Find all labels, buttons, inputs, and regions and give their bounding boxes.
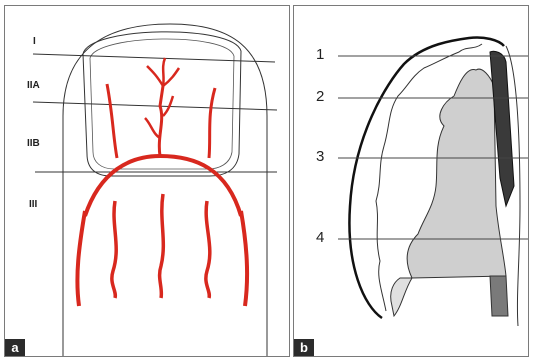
vessel-top-1	[147, 66, 163, 86]
panel-b-tag: b	[294, 339, 314, 356]
level-label-1: 1	[316, 46, 324, 63]
digital-artery-left	[77, 211, 85, 306]
bone-base	[490, 276, 508, 316]
zone-label-i: I	[33, 36, 36, 47]
zone-label-iib: IIB	[27, 138, 40, 149]
fingertip-section-diagram	[294, 6, 529, 357]
vessel-top-3	[163, 68, 179, 86]
vessel-center	[159, 86, 163, 156]
vessel-upper-right	[209, 88, 215, 158]
finger-outline	[63, 24, 267, 357]
panel-b: 1 2 3 4 b	[293, 5, 529, 357]
vessel-center-branch	[145, 118, 160, 138]
distal-phalanx	[407, 69, 506, 278]
zone-label-iii: III	[29, 199, 37, 210]
level-label-2: 2	[316, 88, 324, 105]
vessel-top-2	[163, 58, 165, 86]
fingertip-vascular-diagram	[5, 6, 290, 357]
vessel-upper-left	[107, 84, 117, 158]
panel-a: I IIA IIB III a	[4, 5, 290, 357]
level-label-3: 3	[316, 148, 324, 165]
zone-label-iia: IIA	[27, 80, 40, 91]
zone-line-1	[33, 54, 275, 62]
vessel-lower-3	[206, 201, 210, 298]
digital-artery-right	[241, 211, 247, 306]
vessel-lower-2	[160, 194, 164, 298]
level-label-4: 4	[316, 229, 324, 246]
vessel-lower-1	[112, 201, 116, 298]
volar-pad	[391, 278, 412, 316]
panel-a-tag: a	[5, 339, 25, 356]
